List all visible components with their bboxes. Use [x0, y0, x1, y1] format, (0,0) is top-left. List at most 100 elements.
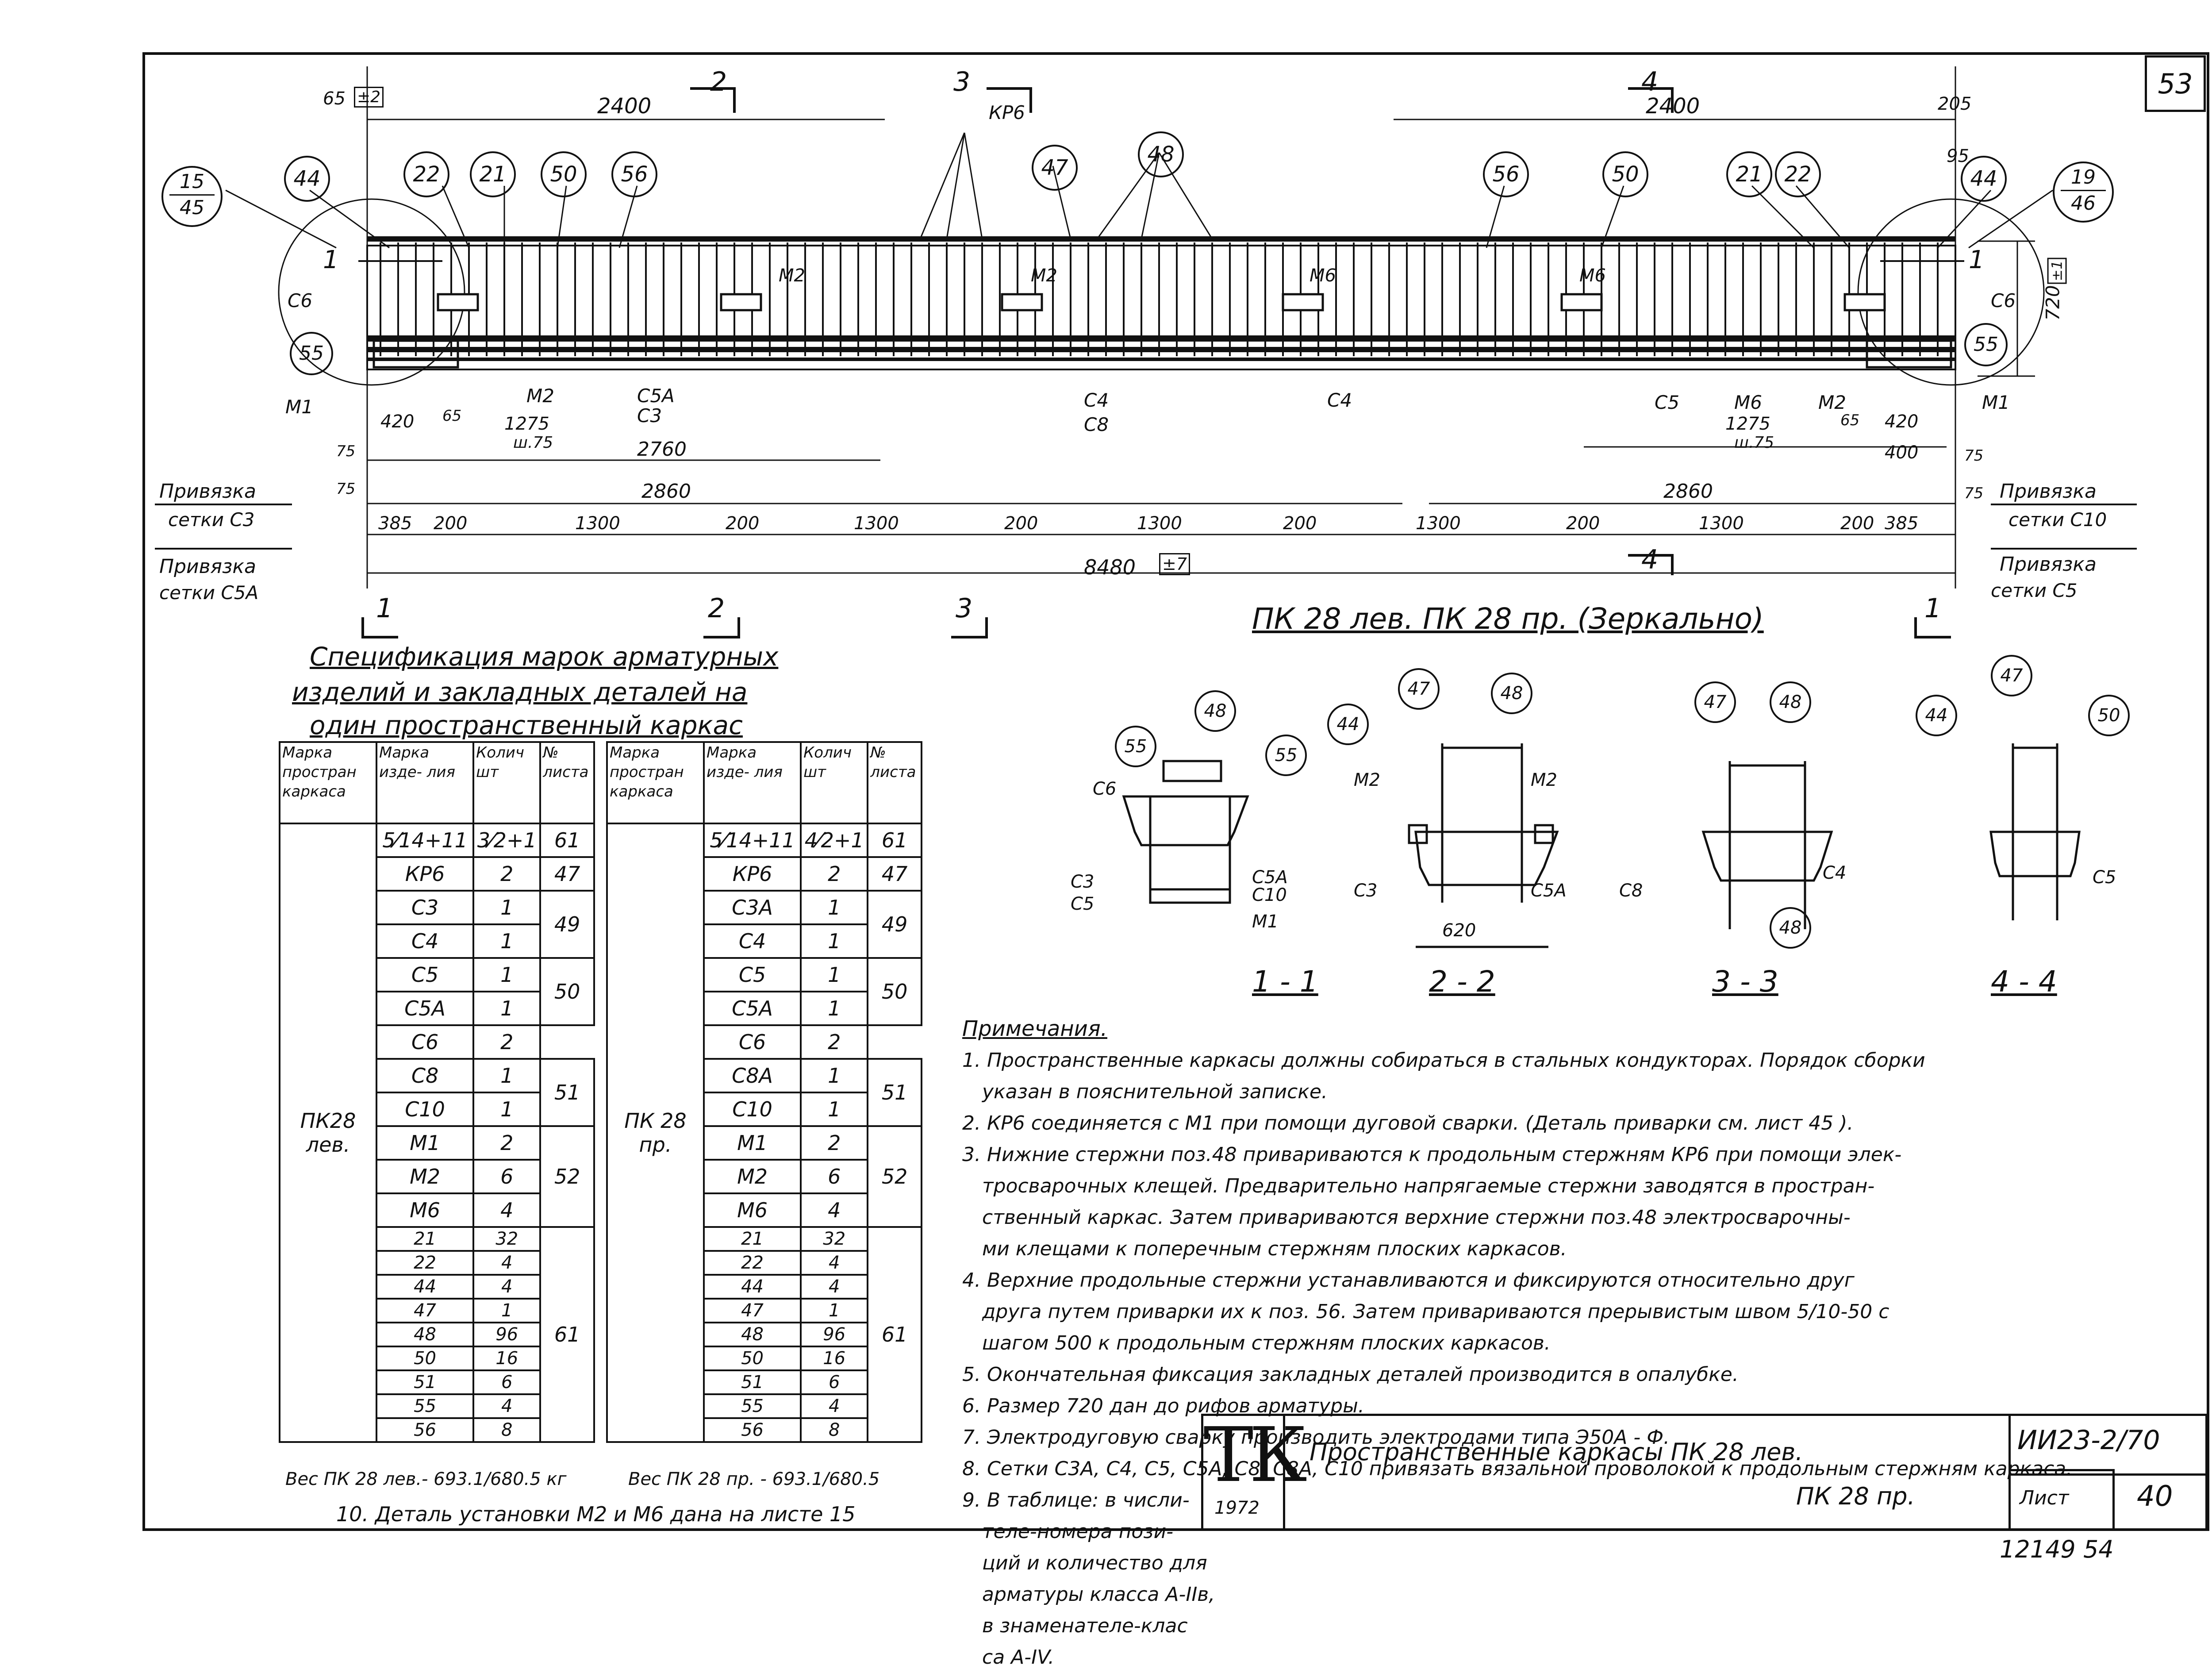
spec-qty: 4: [800, 1250, 869, 1276]
weight-right: Вес ПК 28 пр. - 693.1/680.5: [628, 1469, 880, 1489]
c4-label-2: С4: [1327, 389, 1352, 411]
spec-qty: 4⁄2+1: [800, 823, 869, 858]
dim-2860-right: 2860: [1663, 480, 1713, 503]
spec-sheet: 50: [867, 957, 922, 1026]
note-line: 7. Электродуговую сварку производить эле…: [962, 1426, 1670, 1449]
section-2-label: 48: [1491, 673, 1532, 714]
dim-75-a: 75: [336, 442, 356, 460]
spec-header: Марка изде- лия: [703, 741, 802, 824]
spec-title-2: изделий и закладных деталей на: [292, 677, 748, 707]
section-3-label: С8: [1619, 881, 1643, 901]
spec-qty: 8: [800, 1417, 869, 1443]
spec-item: С5: [703, 957, 802, 992]
spec-item: С5А: [703, 991, 802, 1026]
spec-qty: 1: [472, 991, 541, 1026]
spec-item: М6: [376, 1192, 475, 1228]
notes-title: Примечания.: [962, 1016, 1107, 1041]
section-1-label: С5: [1071, 894, 1094, 914]
callout-56: 56: [611, 151, 657, 197]
spec-header: Марка простран каркаса: [606, 741, 705, 824]
spec-qty: 2: [800, 1125, 869, 1161]
note-10: 10. Деталь установки М2 и М6 дана на лис…: [336, 1502, 856, 1526]
cut-mark-4-bottom: 4: [1641, 544, 1659, 575]
spec-qty: 2: [472, 1125, 541, 1161]
chain-dim: 1300: [854, 513, 899, 534]
dim-65: 65: [323, 88, 346, 109]
section-4-label: 50: [2088, 695, 2130, 736]
section-1-left: 1: [323, 246, 339, 274]
callout-50: 50: [541, 151, 587, 197]
chain-dim: 200: [1004, 513, 1038, 534]
spec-header: № листа: [539, 741, 595, 824]
c5a-label: С5А: [637, 385, 675, 407]
section-2-label: С5А: [1531, 881, 1567, 901]
chain-dim: 385: [378, 513, 412, 534]
section-label-4: 4 - 4: [1991, 965, 2057, 999]
dim-2400-right: 2400: [1646, 94, 1700, 119]
spec-item: 56: [703, 1417, 802, 1443]
section-4-label: С5: [2093, 867, 2116, 888]
dim-1275-left: 1275: [504, 414, 549, 434]
callout-56: 56: [1483, 151, 1529, 197]
section-2-label: 47: [1398, 668, 1440, 710]
code-box: [2008, 1414, 2208, 1476]
dim-75-c: 75: [1964, 447, 1984, 465]
callout-den: 45: [180, 196, 204, 219]
c6-left: С6: [288, 290, 313, 312]
callout-50: 50: [1602, 151, 1648, 197]
sections-drawing: [1122, 743, 2081, 948]
spec-qty: 4: [472, 1274, 541, 1300]
c3-label: С3: [637, 405, 662, 427]
section-2-label: 44: [1327, 704, 1369, 745]
chain-dim: 385: [1885, 513, 1919, 534]
spec-item: 50: [703, 1346, 802, 1371]
chain-dim: 200: [1566, 513, 1600, 534]
spec-sheet: 51: [539, 1058, 595, 1127]
section-1-label: М1: [1252, 911, 1279, 932]
cut-mark-1-right: 1: [1924, 593, 1942, 624]
section-label-1: 1 - 1: [1252, 965, 1318, 999]
spec-qty: 1: [800, 890, 869, 925]
m1-right: М1: [1982, 392, 2010, 413]
section-1-label: 48: [1194, 690, 1236, 732]
cut-mark-2-bottom: 2: [708, 593, 725, 624]
dim-2860-left: 2860: [641, 480, 691, 503]
note-line: 4. Верхние продольные стержни устанавлив…: [962, 1269, 1855, 1292]
sheet-corner-number: 53: [2145, 55, 2206, 112]
dim-75-d: 75: [1964, 485, 1984, 502]
section-4-label: 47: [1991, 655, 2032, 696]
spec-sheet: 49: [867, 890, 922, 959]
spec-qty: 4: [472, 1250, 541, 1276]
spec-qty: 8: [472, 1417, 541, 1443]
spec-header: Марка изде- лия: [376, 741, 475, 824]
spec-sheet: 50: [539, 957, 595, 1026]
dim-65-right: 65: [1840, 412, 1860, 429]
dim-420-left: 420: [380, 412, 415, 432]
callout-44: 44: [284, 156, 330, 202]
callout-22: 22: [403, 151, 449, 197]
dim-tol-2: ±2: [354, 87, 384, 108]
section-3-label: С4: [1823, 863, 1847, 883]
note-line: ций и количество для: [982, 1552, 1207, 1574]
m6-bottom: М6: [1734, 392, 1762, 413]
spec-qty: 1: [800, 923, 869, 959]
spec-qty: 4: [800, 1393, 869, 1419]
spec-qty: 2: [472, 856, 541, 892]
spec-item: М1: [703, 1125, 802, 1161]
spec-qty: 4: [472, 1192, 541, 1228]
embed-m6-2: [1560, 293, 1603, 312]
note-line: 9. В таблице: в числи-: [962, 1489, 1190, 1511]
note-line: в знаменателе-клас: [982, 1615, 1188, 1637]
note-line: указан в пояснительной записке.: [982, 1081, 1328, 1103]
spec-qty: 96: [800, 1322, 869, 1347]
cut-mark-3-top: 3: [953, 66, 971, 97]
spec-item: 48: [376, 1322, 475, 1347]
tb-code: ИИ23-2/70: [2017, 1425, 2160, 1456]
spec-qty: 1: [472, 1058, 541, 1093]
section-1-label: С3: [1071, 872, 1094, 892]
note-line: 6. Размер 720 дан до рифов арматуры.: [962, 1395, 1364, 1417]
spec-qty: 32: [472, 1226, 541, 1252]
elevation-drawing: [155, 66, 2137, 638]
